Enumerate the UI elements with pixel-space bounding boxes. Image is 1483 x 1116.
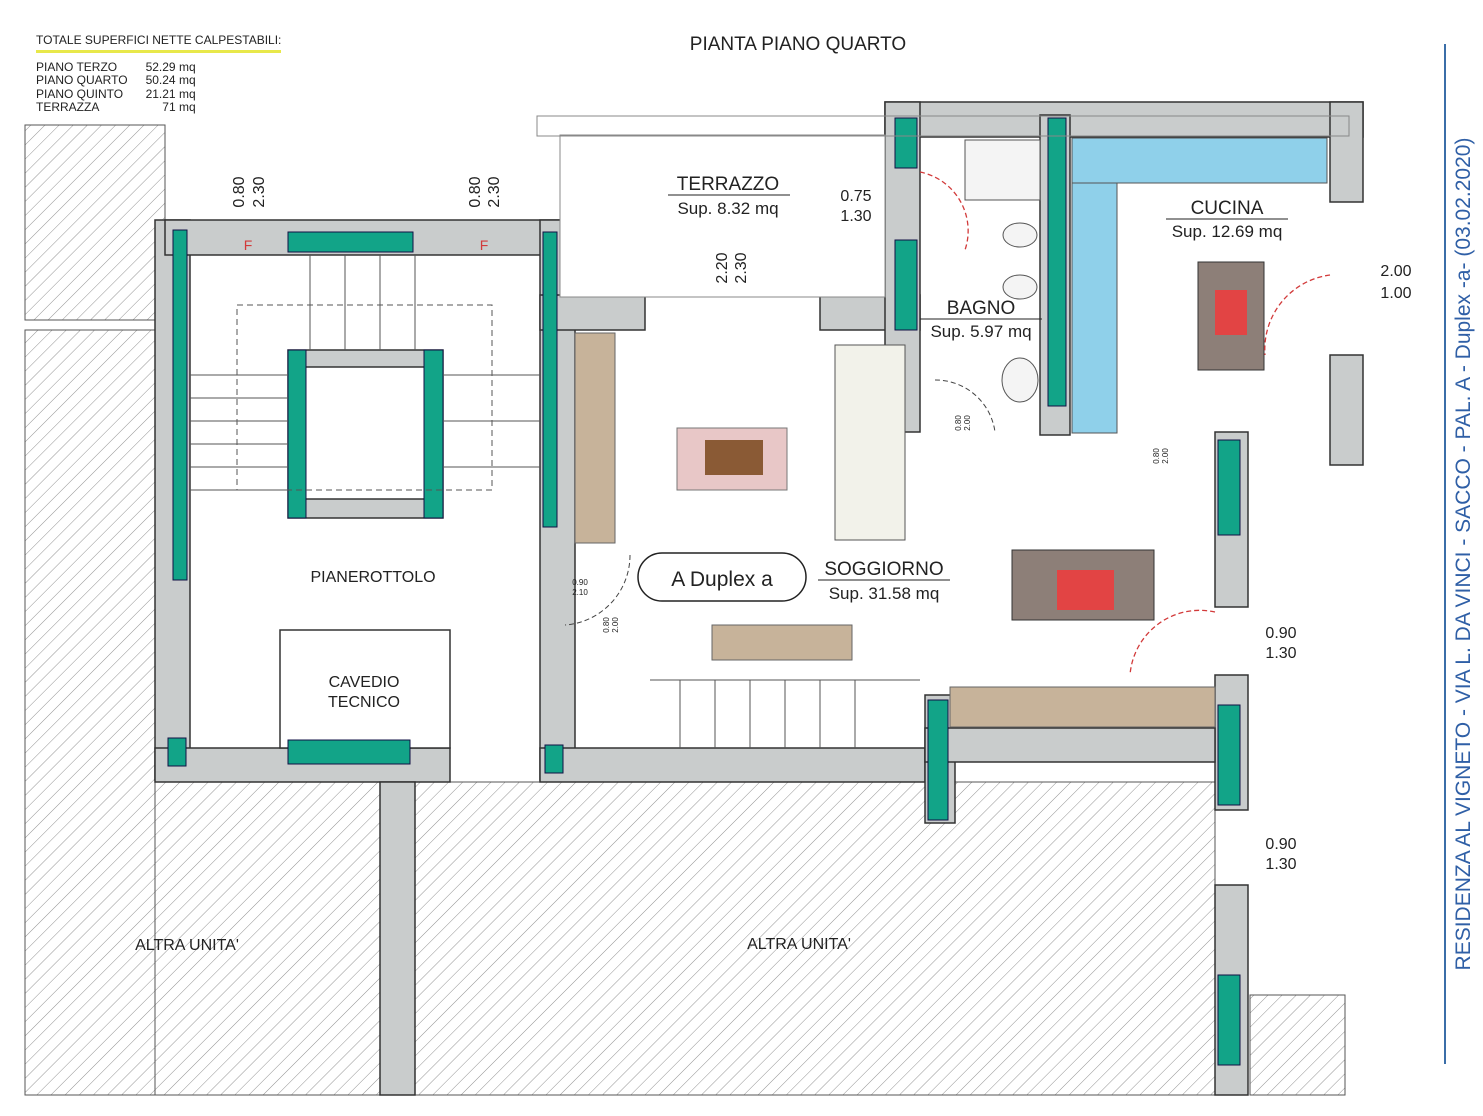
dim-width: 0.80: [1152, 448, 1161, 464]
door-swings: [564, 379, 996, 626]
dim-width: 0.90: [572, 578, 588, 587]
dim-height: 2.10: [572, 588, 588, 597]
surface-legend: TOTALE SUPERFICI NETTE CALPESTABILI: PIA…: [36, 33, 282, 115]
legend-label: PIANO TERZO: [36, 59, 118, 74]
bathroom-fixtures: [964, 139, 1041, 403]
stair-mark-right: F: [480, 237, 489, 253]
windows: [167, 117, 1241, 1066]
dim-height: 1.30: [840, 208, 871, 225]
legend-value: 71 mq: [162, 100, 196, 114]
stair-mark-left: F: [244, 237, 253, 253]
room-altra-unita-center: ALTRA UNITA': [747, 936, 851, 953]
legend-label: PIANO QUARTO: [36, 73, 128, 87]
terrace-floor: [559, 134, 886, 298]
dim-height: 2.30: [251, 176, 268, 207]
dining-table: [1011, 549, 1155, 621]
dim-height: 2.30: [486, 176, 503, 207]
dim-width: 2.00: [1380, 263, 1411, 280]
room-terrazzo-name: TERRAZZO: [677, 174, 779, 195]
dim-height: 2.00: [611, 617, 620, 633]
dim-width: 2.20: [714, 252, 731, 283]
terrace-parapet: [536, 115, 1350, 137]
dim-height: 1.30: [1265, 645, 1296, 662]
legend-value: 50.24 mq: [145, 73, 196, 87]
bench: [949, 686, 1216, 728]
dim-width: 0.80: [602, 617, 611, 633]
legend-label: PIANO QUINTO: [36, 86, 124, 101]
hatched-areas: [24, 124, 1346, 1096]
legend-heading: TOTALE SUPERFICI NETTE CALPESTABILI:: [36, 33, 282, 53]
room-terrazzo-area: Sup. 8.32 mq: [677, 199, 778, 218]
room-bagno-name: BAGNO: [947, 298, 1016, 319]
dim-height: 1.00: [1380, 285, 1411, 302]
tv-unit: [574, 332, 616, 544]
plan-title: PIANTA PIANO QUARTO: [690, 34, 906, 55]
legend-row: PIANO TERZO 52.29 mq: [36, 59, 196, 75]
room-pianerottolo: PIANEROTTOLO: [310, 569, 435, 586]
legend-row: TERRAZZA 71 mq: [36, 100, 196, 115]
legend-value: 21.21 mq: [145, 86, 196, 101]
dim-width: 0.90: [1265, 625, 1296, 642]
dim-width: 0.80: [467, 176, 484, 207]
room-cavedio-line1: CAVEDIO: [329, 674, 400, 691]
dim-height: 2.00: [1161, 448, 1170, 464]
room-cucina-area: Sup. 12.69 mq: [1172, 222, 1283, 241]
room-altra-unita-left: ALTRA UNITA': [135, 937, 239, 954]
dim-height: 2.30: [733, 252, 750, 283]
unit-badge-frame: [637, 552, 807, 602]
room-soggiorno-area: Sup. 31.58 mq: [829, 584, 940, 603]
coffee-table: [705, 440, 763, 475]
sofa: [834, 344, 906, 541]
legend-row: PIANO QUARTO 50.24 mq: [36, 73, 196, 88]
room-bagno-area: Sup. 5.97 mq: [930, 322, 1031, 341]
dim-height: 1.30: [1265, 856, 1296, 873]
dimension-labels: 0.80 2.30 0.80 2.30 0.75 1.30 2.20 2.30 …: [231, 176, 1412, 873]
legend-label: TERRAZZA: [36, 100, 100, 114]
kitchen-counter: [1071, 137, 1328, 434]
bench: [711, 624, 853, 661]
dim-width: 0.90: [1265, 836, 1296, 853]
dim-height: 2.00: [963, 415, 972, 431]
room-soggiorno-name: SOGGIORNO: [824, 559, 943, 580]
room-cucina-name: CUCINA: [1191, 198, 1264, 219]
kitchen-table: [1197, 261, 1265, 371]
door-swings: [919, 171, 1331, 676]
unit-badge: A Duplex a: [671, 568, 773, 591]
stairs: [190, 255, 920, 748]
dim-width: 0.80: [231, 176, 248, 207]
title-block: RESIDENZA AL VIGNETO - VIA L. DA VINCI -…: [1444, 44, 1482, 1064]
room-cavedio-line2: TECNICO: [328, 694, 400, 711]
dim-width: 0.80: [954, 415, 963, 431]
legend-value: 52.29 mq: [145, 59, 196, 74]
legend-row: PIANO QUINTO 21.21 mq: [36, 86, 196, 102]
dim-width: 0.75: [840, 188, 871, 205]
